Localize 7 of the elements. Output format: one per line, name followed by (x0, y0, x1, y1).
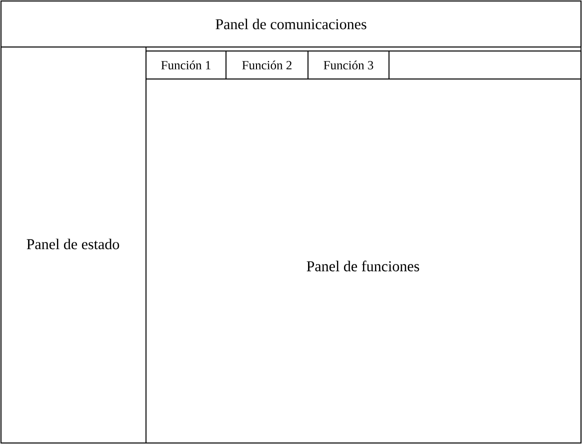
tab: Función 1 (146, 50, 226, 80)
empty-tab (388, 50, 582, 80)
header-panel: Panel de comunicaciones (0, 0, 582, 48)
function-panel: Panel de funciones (146, 78, 582, 444)
tab: Función 3 (308, 50, 390, 80)
status-panel: Panel de estado (0, 46, 146, 444)
tab: Función 2 (226, 50, 308, 80)
